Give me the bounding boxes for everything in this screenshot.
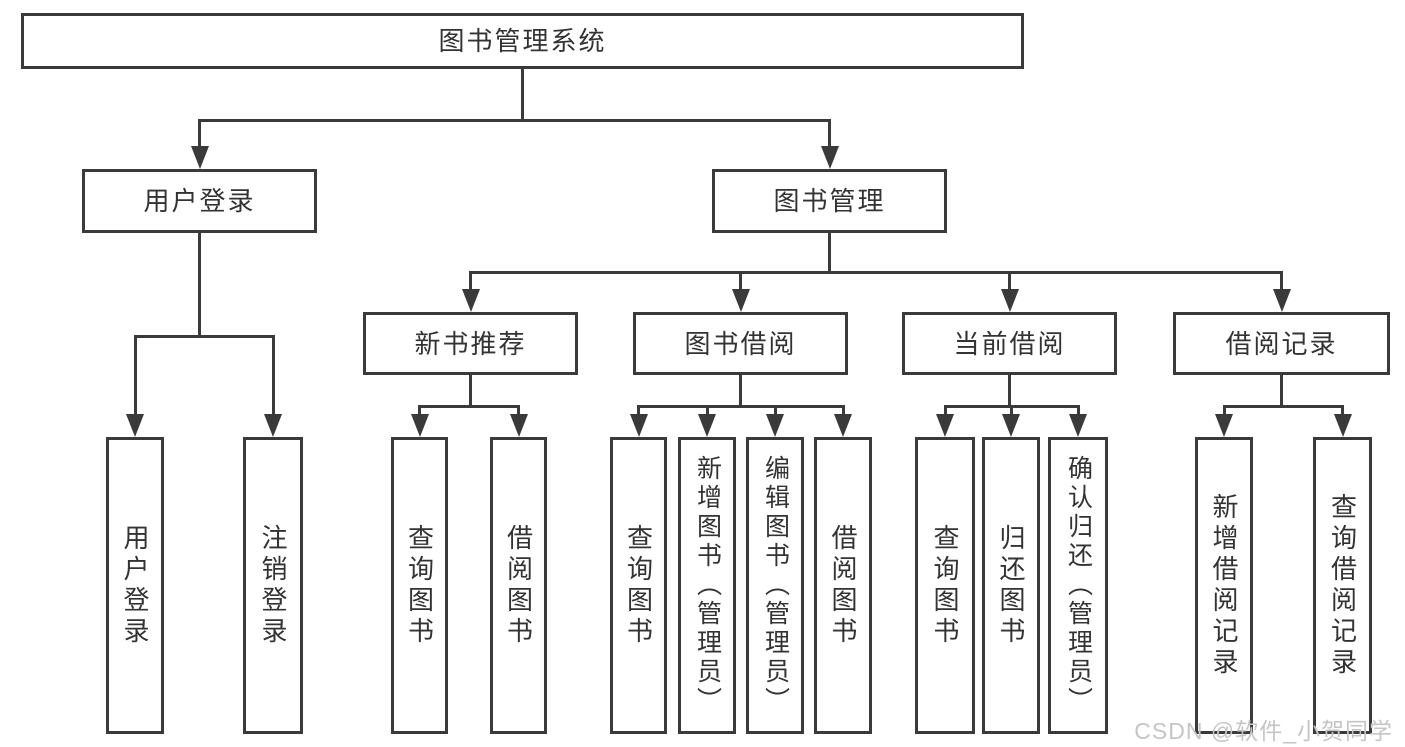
csdn-watermark: CSDN @软件_小贺同学: [1134, 718, 1393, 744]
arrowhead-down-icon: [190, 146, 209, 169]
connector-arrow-stem: [271, 335, 275, 416]
arrowhead-down-icon: [1002, 414, 1020, 437]
connector-arrow-stem: [517, 405, 520, 416]
leaf-logout-label: 注销登录: [258, 523, 288, 648]
connector-arrow-stem: [1222, 405, 1226, 416]
connector-stem: [521, 69, 524, 121]
leaf-current-query-books: 查询图书: [915, 437, 975, 734]
leaf-return-books: 归还图书: [982, 437, 1040, 734]
leaf-logout: 注销登录: [243, 437, 303, 734]
node-borrow-records-label: 借阅记录: [1225, 328, 1338, 359]
node-new-book-recommend: 新书推荐: [363, 312, 578, 375]
connector-arrow-stem: [418, 405, 421, 416]
node-book-management-label: 图书管理: [773, 186, 886, 216]
leaf-query-borrow-record: 查询借阅记录: [1313, 437, 1372, 734]
leaf-add-borrow-record: 新增借阅记录: [1195, 437, 1253, 734]
connector-arrow-stem: [1280, 271, 1283, 291]
connector-arrow-stem: [637, 405, 640, 416]
connector-arrow-stem: [773, 405, 777, 416]
connector-arrow-stem: [198, 119, 201, 148]
arrowhead-down-icon: [766, 414, 784, 437]
arrowhead-down-icon: [834, 414, 852, 437]
leaf-borrowing-query-books: 查询图书: [610, 437, 667, 734]
arrowhead-down-icon: [410, 414, 429, 437]
connector-arrow-stem: [739, 271, 742, 291]
connector-arrow-stem: [469, 271, 472, 291]
connector-stem: [1280, 375, 1283, 408]
leaf-current-query-books-label: 查询图书: [930, 523, 960, 648]
node-book-borrowing: 图书借阅: [633, 312, 848, 375]
arrowhead-down-icon: [1333, 414, 1352, 437]
connector-rail: [469, 271, 1283, 274]
leaf-borrowing-borrow-books-label: 借阅图书: [828, 523, 858, 648]
arrowhead-down-icon: [629, 414, 648, 437]
node-book-borrowing-label: 图书借阅: [684, 328, 797, 359]
leaf-recommend-query-books: 查询图书: [391, 437, 448, 734]
connector-rail: [1222, 405, 1344, 408]
connector-rail: [637, 405, 844, 408]
connector-rail: [133, 335, 275, 338]
leaf-recommend-borrow-books-label: 借阅图书: [503, 523, 534, 648]
connector-rail: [418, 405, 520, 408]
connector-arrow-stem: [1341, 405, 1344, 416]
leaf-confirm-return-admin-label: 确认归还（管理员）: [1064, 455, 1093, 716]
connector-stem: [828, 233, 831, 274]
leaf-add-borrow-record-label: 新增借阅记录: [1209, 492, 1239, 679]
connector-stem: [1008, 375, 1011, 408]
connector-arrow-stem: [1008, 271, 1011, 291]
arrowhead-down-icon: [509, 414, 528, 437]
node-new-book-recommend-label: 新书推荐: [414, 328, 527, 359]
arrowhead-down-icon: [1272, 289, 1291, 312]
connector-stem: [469, 375, 472, 408]
leaf-edit-books-admin: 编辑图书（管理员）: [746, 437, 804, 734]
connector-stem: [198, 233, 201, 338]
node-book-management: 图书管理: [712, 169, 947, 233]
arrowhead-down-icon: [264, 414, 282, 437]
node-library-system-label: 图书管理系统: [438, 26, 607, 56]
leaf-query-borrow-record-label: 查询借阅记录: [1327, 492, 1358, 679]
arrowhead-down-icon: [1215, 414, 1233, 437]
node-current-borrowing: 当前借阅: [902, 312, 1117, 375]
leaf-recommend-query-books-label: 查询图书: [404, 523, 435, 648]
connector-arrow-stem: [705, 405, 709, 416]
leaf-borrowing-borrow-books: 借阅图书: [814, 437, 872, 734]
connector-arrow-stem: [828, 119, 831, 148]
arrowhead-down-icon: [461, 289, 480, 312]
connector-stem: [739, 375, 742, 408]
node-borrow-records: 借阅记录: [1173, 312, 1390, 375]
node-user-login: 用户登录: [82, 169, 317, 233]
arrowhead-down-icon: [820, 146, 839, 169]
arrowhead-down-icon: [936, 414, 954, 437]
leaf-user-login: 用户登录: [106, 437, 164, 734]
leaf-edit-books-admin-label: 编辑图书（管理员）: [761, 455, 790, 716]
connector-rail: [198, 119, 831, 122]
connector-arrow-stem: [1009, 405, 1013, 416]
node-current-borrowing-label: 当前借阅: [953, 328, 1066, 359]
arrowhead-down-icon: [1069, 414, 1087, 437]
leaf-confirm-return-admin: 确认归还（管理员）: [1048, 437, 1108, 734]
connector-arrow-stem: [841, 405, 845, 416]
leaf-borrowing-query-books-label: 查询图书: [623, 523, 654, 648]
connector-arrow-stem: [1076, 405, 1080, 416]
arrowhead-down-icon: [731, 289, 750, 312]
leaf-add-books-admin-label: 新增图书（管理员）: [693, 455, 722, 716]
arrowhead-down-icon: [126, 414, 144, 437]
arrowhead-down-icon: [698, 414, 716, 437]
leaf-user-login-label: 用户登录: [120, 523, 150, 648]
connector-arrow-stem: [943, 405, 947, 416]
node-library-system: 图书管理系统: [21, 13, 1024, 69]
connector-arrow-stem: [133, 335, 137, 416]
leaf-add-books-admin: 新增图书（管理员）: [678, 437, 736, 734]
arrowhead-down-icon: [1000, 289, 1019, 312]
node-user-login-label: 用户登录: [143, 186, 256, 216]
leaf-return-books-label: 归还图书: [996, 523, 1026, 648]
leaf-recommend-borrow-books: 借阅图书: [490, 437, 547, 734]
